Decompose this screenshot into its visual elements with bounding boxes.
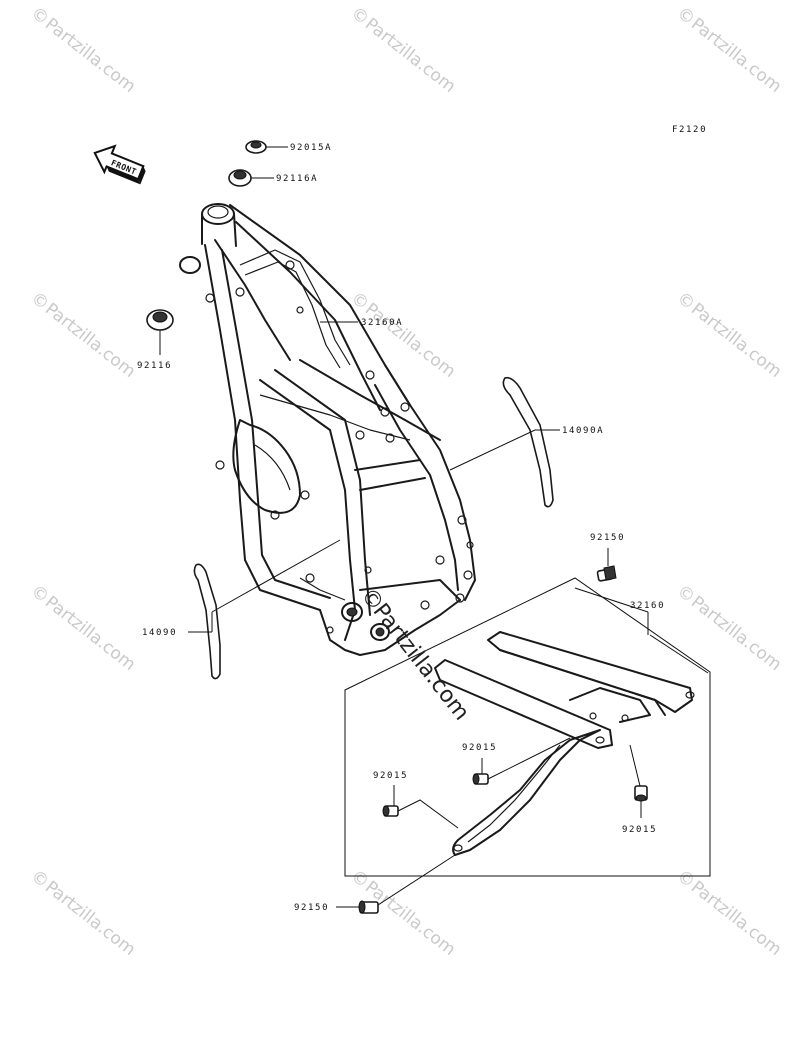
callout-92150-bottom: 92150 <box>294 903 329 913</box>
center-watermark-text: Partzilla.com <box>368 599 474 725</box>
watermark-text: Partzilla.com <box>41 877 139 960</box>
figure-code: F2120 <box>672 125 707 135</box>
nut-92015a-part <box>245 140 267 154</box>
watermark-text: Partzilla.com <box>687 14 785 97</box>
watermark-text: Partzilla.com <box>687 592 785 675</box>
subframe-part <box>434 631 695 856</box>
callout-92015-mid: 92015 <box>462 743 497 753</box>
watermark-text: Partzilla.com <box>361 299 459 382</box>
frame-guard-left-part <box>193 563 221 680</box>
watermark-text: Partzilla.com <box>41 299 139 382</box>
callout-32160a: 32160A <box>361 318 403 328</box>
watermark-text: Partzilla.com <box>41 14 139 97</box>
frame-guard-right-part <box>502 376 554 508</box>
callout-14090: 14090 <box>142 628 177 638</box>
watermark-text: Partzilla.com <box>361 877 459 960</box>
watermark-text: Partzilla.com <box>687 299 785 382</box>
bushing-92116a-part <box>228 169 252 187</box>
callout-92015-left: 92015 <box>373 771 408 781</box>
bolt-92150-upper-part <box>596 565 617 582</box>
callout-32160: 32160 <box>630 601 665 611</box>
callout-14090a: 14090A <box>562 426 604 436</box>
callout-92116: 92116 <box>137 361 172 371</box>
subframe-assembly-outline <box>344 577 711 877</box>
front-arrow-icon: FRONT <box>93 144 146 185</box>
bolt-92150-bottom-part <box>358 900 379 914</box>
watermark-text: Partzilla.com <box>41 592 139 675</box>
callout-92116a: 92116A <box>276 174 318 184</box>
bolt-92015-mid-part <box>472 773 489 785</box>
bolt-92015-right-part <box>634 785 648 802</box>
callout-92150-upper: 92150 <box>590 533 625 543</box>
callout-92015-right: 92015 <box>622 825 657 835</box>
watermark-text: Partzilla.com <box>687 877 785 960</box>
bolt-92015-left-part <box>382 805 399 817</box>
main-frame-part <box>179 203 476 656</box>
callout-92015a: 92015A <box>290 143 332 153</box>
bushing-92116-part <box>146 309 174 331</box>
watermark-text: Partzilla.com <box>361 14 459 97</box>
